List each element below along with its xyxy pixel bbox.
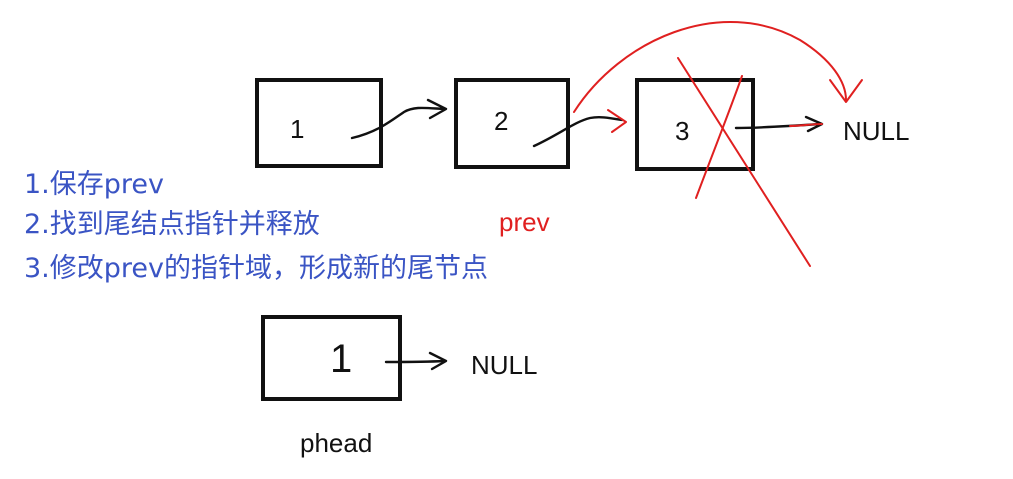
- red-curved-redirect-arrow: [573, 21, 847, 113]
- node-3-label: 3: [675, 116, 689, 146]
- null-label-top: NULL: [843, 116, 909, 146]
- arrow-node2-to-node3: [532, 115, 624, 148]
- step-3: 3.修改prev的指针域，形成新的尾节点: [24, 253, 488, 284]
- red-annotation-strokes: [573, 21, 863, 267]
- node-1-box: [255, 78, 383, 168]
- result-node-label: 1: [330, 337, 352, 381]
- node-2-label: 2: [494, 106, 508, 136]
- node-1-label: 1: [290, 114, 304, 144]
- arrow-node1-to-node2: [350, 98, 448, 140]
- step-1: 1.保存prev: [24, 169, 164, 200]
- red-arrowhead-node3: [607, 109, 627, 133]
- step-2: 2.找到尾结点指针并释放: [24, 209, 320, 240]
- result-null-label: NULL: [471, 350, 537, 380]
- result-node-box: [261, 315, 402, 401]
- node-3-box: [635, 78, 755, 171]
- head-label: phead: [300, 428, 372, 458]
- red-arrow-to-null: [789, 123, 823, 127]
- red-cross-stroke-2: [695, 75, 743, 199]
- red-cross-stroke-1: [677, 57, 811, 267]
- red-curved-arrowhead: [829, 79, 863, 103]
- node-2-box: [454, 78, 570, 169]
- prev-label: prev: [499, 207, 550, 237]
- arrow-result-to-null: [384, 351, 448, 371]
